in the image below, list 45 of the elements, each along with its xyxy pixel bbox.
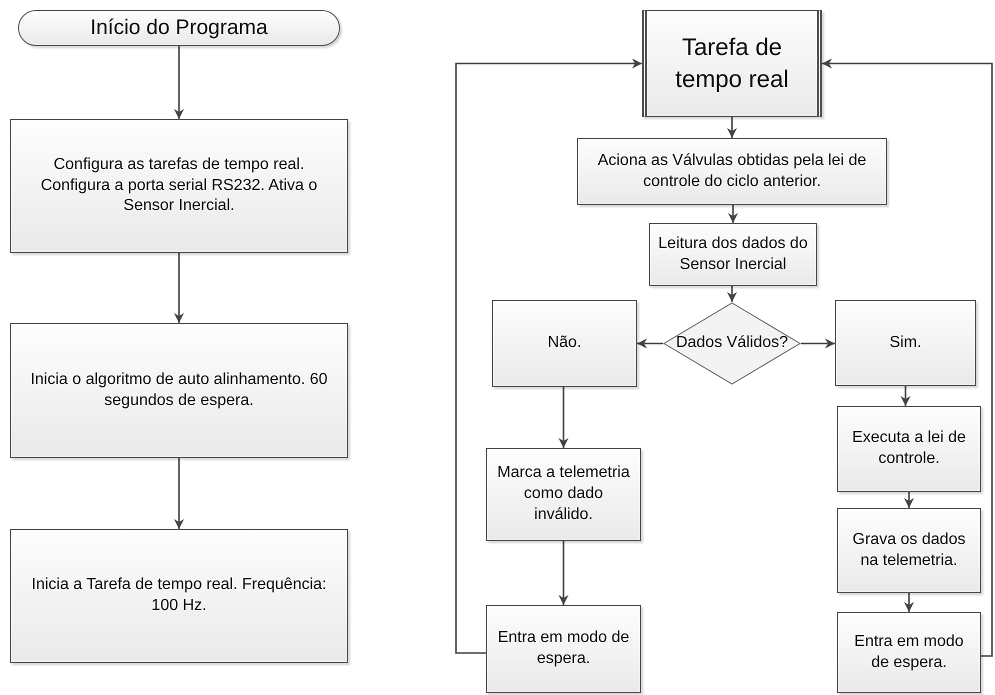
- node-text: Marca a telemetria como dado inválido.: [496, 463, 631, 525]
- arrow: [174, 46, 184, 119]
- node-text: Configura as tarefas de tempo real. Configura a porta serial RS232. Ativa o Sensor Inercial.: [40, 154, 318, 216]
- process-box: [837, 612, 981, 693]
- node-text: Dados Válidos?: [674, 333, 790, 354]
- node-text: Entra em modo de espera.: [853, 632, 965, 672]
- arrow: [904, 593, 914, 612]
- arrow: [637, 338, 663, 348]
- arrow: [822, 58, 993, 657]
- start-terminator: [18, 10, 340, 46]
- node-text: Entra em modo de espera.: [496, 628, 630, 669]
- node-text: Sim.: [888, 332, 922, 353]
- node-text: Inicia a Tarefa de tempo real. Frequência: 100 Hz.: [30, 575, 328, 616]
- process-box: [837, 406, 981, 492]
- arrow: [174, 458, 184, 529]
- arrow: [174, 253, 184, 323]
- process-box: [492, 300, 637, 387]
- decision-diamond: [663, 302, 801, 385]
- process-box: [10, 119, 348, 253]
- process-box: [837, 508, 981, 593]
- node-text: Executa a lei de controle.: [851, 428, 967, 469]
- arrow: [558, 541, 568, 605]
- arrow: [558, 387, 568, 448]
- node-text: Inicia o algoritmo de auto alinhamento. 60 segundos de espera.: [29, 370, 329, 410]
- process-box: [486, 605, 641, 693]
- subprocess-box: [642, 10, 822, 117]
- node-text: Leitura dos dados do Sensor Inercial: [657, 234, 809, 274]
- process-box: [835, 300, 976, 386]
- arrow: [455, 58, 642, 654]
- arrow: [727, 117, 737, 138]
- node-text: Grava os dados na telemetria.: [852, 530, 966, 570]
- node-text: Não.: [546, 333, 582, 354]
- process-box: [10, 323, 348, 458]
- process-box: [10, 529, 348, 663]
- process-box: [577, 138, 887, 205]
- process-box: [649, 223, 817, 286]
- arrow: [801, 338, 835, 348]
- node-text: Início do Programa: [89, 15, 269, 42]
- arrow: [900, 386, 910, 406]
- arrow: [728, 205, 738, 223]
- node-text: Aciona as Válvulas obtidas pela lei de controle do ciclo anterior.: [596, 150, 868, 192]
- arrow: [727, 286, 737, 302]
- process-box: [486, 448, 641, 541]
- node-text: Tarefa de tempo real: [674, 33, 790, 94]
- arrow: [904, 492, 914, 508]
